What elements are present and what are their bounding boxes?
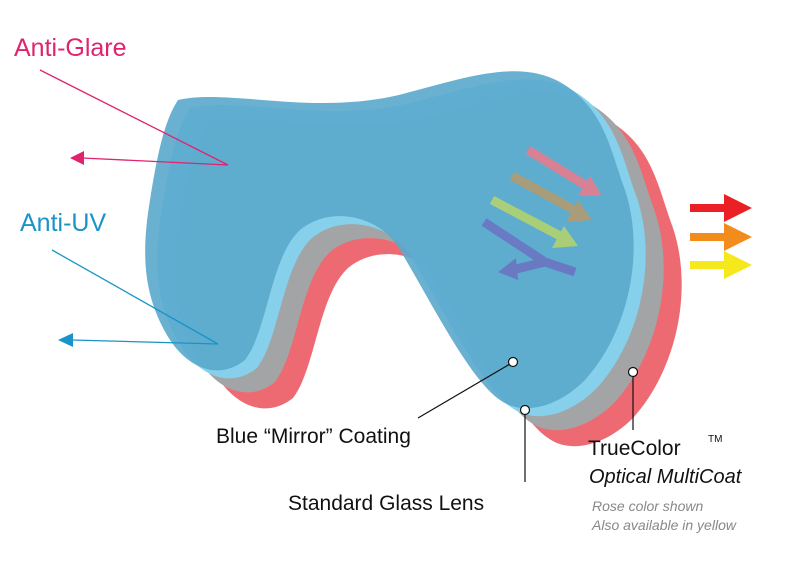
incoming-arrow-pink bbox=[525, 146, 602, 196]
mirror-callout-line bbox=[417, 363, 511, 419]
incoming-arrow-tan bbox=[509, 172, 592, 222]
callout-lines bbox=[417, 356, 639, 482]
glass-callout-dot bbox=[519, 404, 531, 416]
standard-glass-lens-label: Standard Glass Lens bbox=[288, 492, 484, 515]
yellow-note-label: Also available in yellow bbox=[591, 517, 737, 533]
blue-mirror-coating-label: Blue “Mirror” Coating bbox=[216, 425, 411, 448]
optical-multicoat-label: Optical MultiCoat bbox=[589, 466, 743, 488]
incoming-arrow-purple bbox=[481, 218, 577, 280]
transmitted-arrow-red bbox=[690, 194, 752, 222]
anti-uv-lines bbox=[51, 249, 219, 347]
lens-layers bbox=[145, 71, 682, 447]
incoming-arrow-green bbox=[489, 196, 578, 248]
rose-note-label: Rose color shown bbox=[592, 498, 703, 514]
anti-uv-label: Anti-UV bbox=[20, 209, 106, 237]
anti-glare-label: Anti-Glare bbox=[14, 34, 127, 62]
anti-glare-lines bbox=[39, 69, 229, 166]
trademark-label: TM bbox=[708, 434, 722, 445]
anti-uv-reflection-line bbox=[51, 249, 219, 345]
incoming-light-arrows bbox=[481, 146, 602, 280]
anti-glare-arrowhead bbox=[70, 151, 84, 165]
truecolor-callout-dot bbox=[627, 366, 639, 378]
mirror-callout-dot bbox=[507, 356, 519, 368]
transmitted-arrow-yellow bbox=[690, 251, 752, 279]
anti-uv-arrowhead bbox=[58, 333, 73, 347]
anti-glare-reflection-line bbox=[39, 69, 229, 166]
transmitted-light-arrows bbox=[690, 194, 752, 279]
transmitted-arrow-orange bbox=[690, 223, 752, 251]
truecolor-label: TrueColor bbox=[588, 437, 681, 460]
